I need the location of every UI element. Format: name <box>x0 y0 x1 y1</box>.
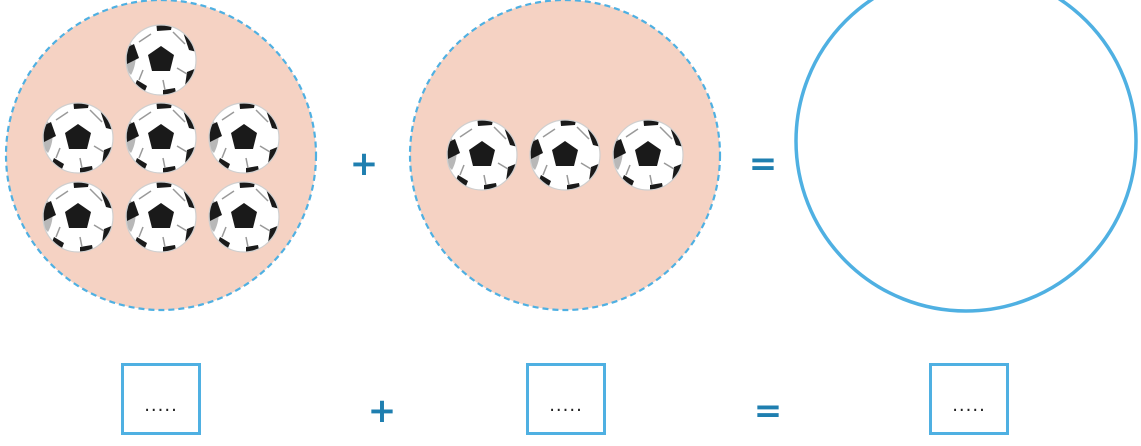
answer-box-result-placeholder: ..... <box>932 395 1006 416</box>
equals-sign-top: = <box>743 144 783 184</box>
plus-sign-bottom: + <box>362 391 402 431</box>
answer-box-second[interactable]: ..... <box>526 363 606 435</box>
plus-sign-top: + <box>344 144 384 184</box>
group-b-balls <box>443 115 684 193</box>
result-circle[interactable] <box>796 0 1136 311</box>
group-a-set <box>6 0 316 310</box>
equals-sign-bottom: = <box>748 391 788 431</box>
answer-box-first-placeholder: ..... <box>124 395 198 416</box>
answer-box-result[interactable]: ..... <box>929 363 1009 435</box>
answer-box-second-placeholder: ..... <box>529 395 603 416</box>
answer-box-first[interactable]: ..... <box>121 363 201 435</box>
group-b-set <box>410 0 720 310</box>
